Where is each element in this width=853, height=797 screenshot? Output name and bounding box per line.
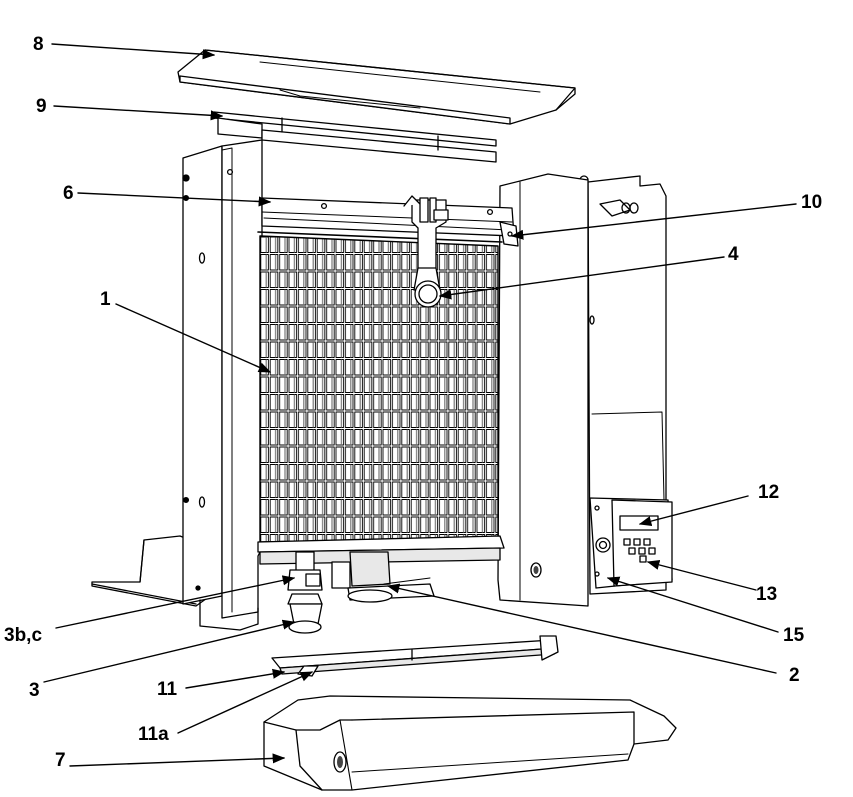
water-probe [403,195,449,308]
callout-label-11: 11 [157,679,178,700]
callout-label-11a: 11a [138,724,169,745]
callout-label-7: 7 [55,750,66,771]
water-trough [263,695,677,791]
callout-label-4: 4 [728,244,739,265]
top-rail [213,111,497,163]
callout-label-13: 13 [756,584,778,605]
control-box [589,497,673,589]
callout-label-8: 8 [33,34,44,55]
evaporator-top-bracket [261,197,519,247]
callout-label-15: 15 [783,625,805,646]
top-cover [177,49,576,125]
water-pump-assembly [287,551,435,634]
spray-bar [271,635,559,677]
evaporator-grid [257,231,505,565]
left-side-panel [182,139,263,631]
callout-label-3: 3 [29,680,40,701]
callout-label-1: 1 [100,289,111,310]
callout-label-10: 10 [801,192,823,213]
callout-label-3bc: 3b,c [4,625,43,646]
leader-lines [43,43,797,767]
callout-label-2: 2 [789,665,800,686]
callout-label-6: 6 [63,183,74,204]
callout-label-9: 9 [36,96,47,117]
right-panels [497,173,667,607]
callout-label-12: 12 [758,482,780,503]
